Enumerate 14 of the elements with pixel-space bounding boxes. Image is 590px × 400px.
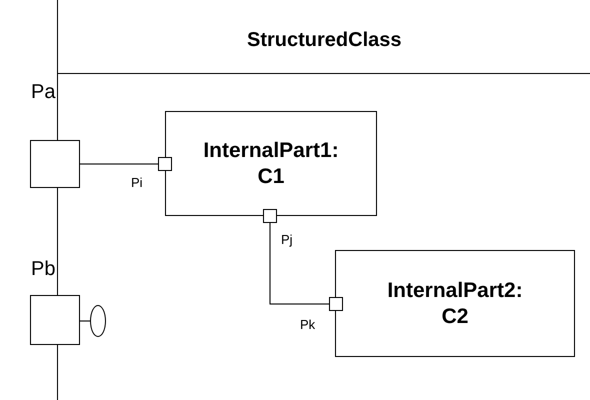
part-box (165, 111, 377, 216)
port-label: Pk (300, 317, 316, 332)
class-name: StructuredClass (247, 28, 402, 52)
part-name: InternalPart2: C2 (386, 278, 524, 330)
capsule-symbol (90, 305, 106, 337)
port-label: Pi (131, 175, 143, 190)
port-label: Pa (31, 81, 56, 104)
connector-line (80, 320, 90, 322)
port-label: Pb (31, 258, 56, 281)
part-name: InternalPart1: C1 (202, 138, 340, 190)
class-frame (57, 0, 590, 400)
port-label: Pj (281, 232, 293, 247)
connector-line (270, 222, 330, 304)
part-box (335, 250, 575, 357)
